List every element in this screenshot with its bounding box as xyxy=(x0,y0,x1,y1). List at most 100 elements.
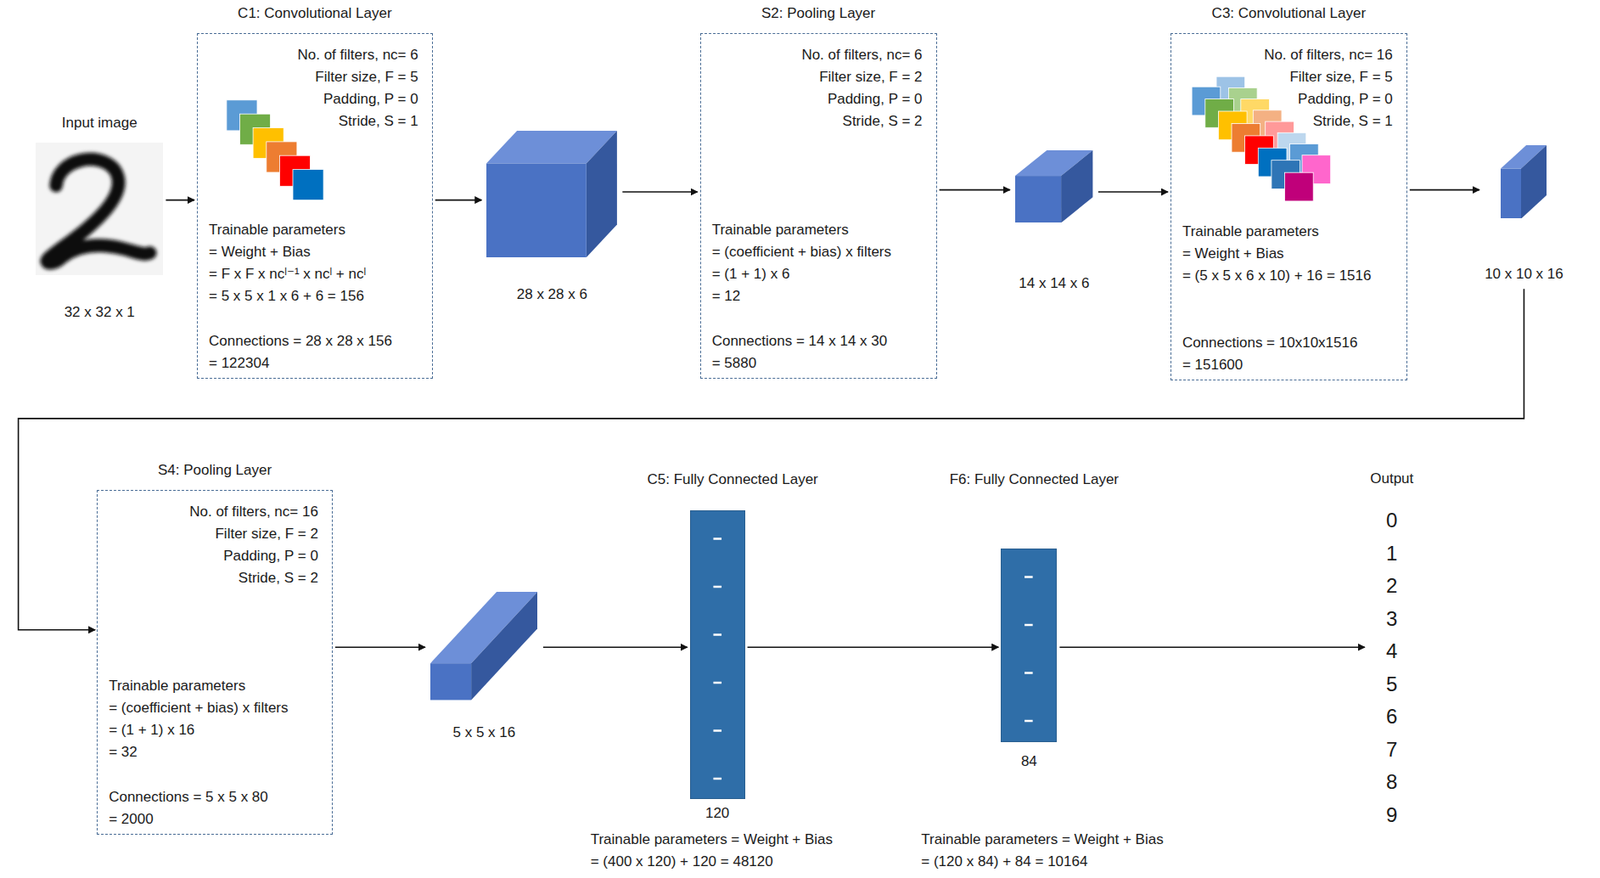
parameter-formula: = 32 xyxy=(108,741,319,764)
class-label: 9 xyxy=(1367,798,1417,832)
hyperparameter: Padding, P = 0 xyxy=(1182,88,1393,111)
hyperparameter: No. of filters, nc= 16 xyxy=(108,500,319,523)
hyperparameter: No. of filters, nc= 16 xyxy=(1182,44,1393,67)
flow-arrow xyxy=(543,645,688,648)
flow-arrow xyxy=(1059,645,1365,648)
image-ground xyxy=(35,142,163,276)
hyperparameter: Stride, S = 1 xyxy=(1182,110,1393,133)
hyperparameter: Stride, S = 2 xyxy=(108,567,319,590)
connection-count: Connections = 5 x 5 x 80 xyxy=(108,785,319,809)
layer-title: S2: Pooling Layer xyxy=(761,2,876,25)
hyperparameter: Filter size, F = 2 xyxy=(712,66,923,89)
fc-layer-bar: C5: Fully Connected Layer120Trainable pa… xyxy=(690,510,746,799)
cube-side xyxy=(1521,145,1547,219)
parameter-formula: Trainable parameters xyxy=(208,218,419,242)
cube-front xyxy=(1015,175,1062,223)
pooling-layer-box: S2: Pooling LayerNo. of filters, nc= 6Fi… xyxy=(700,33,938,379)
handwritten-digit xyxy=(46,159,150,264)
hyperparameter: Padding, P = 0 xyxy=(208,88,419,111)
filter-square xyxy=(1285,172,1314,202)
unit-count: 84 xyxy=(1021,750,1038,773)
neuron-dash xyxy=(712,633,722,636)
parameter-formula: Trainable parameters xyxy=(108,674,319,697)
fc-layer-bar: F6: Fully Connected Layer84Trainable par… xyxy=(1000,548,1057,742)
neuron-marks xyxy=(1001,549,1058,743)
unit-count: 120 xyxy=(705,802,730,825)
feature-map: 5 x 5 x 16 xyxy=(427,591,541,743)
dimension-label: 10 x 10 x 16 xyxy=(1482,263,1567,286)
parameter-formula: = Weight + Bias xyxy=(208,241,419,264)
parameter-formula: Trainable parameters = Weight + Bias xyxy=(920,828,1163,851)
cube-front xyxy=(1500,168,1522,219)
class-label: 1 xyxy=(1367,537,1417,571)
pooling-layer-box: S4: Pooling LayerNo. of filters, nc= 16F… xyxy=(96,489,333,835)
conv-layer-box: C3: Convolutional LayerNo. of filters, n… xyxy=(1170,33,1408,381)
neuron-dash xyxy=(712,681,722,685)
filter-square xyxy=(292,169,324,201)
parameter-formula: = (coefficient + bias) x filters xyxy=(712,241,923,264)
parameter-formula: Trainable parameters = Weight + Bias xyxy=(590,828,833,851)
layer-title: F6: Fully Connected Layer xyxy=(949,468,1119,491)
parameter-formula: = (5 x 5 x 6 x 10) + 16 = 1516 xyxy=(1182,264,1393,287)
feature-map-cube xyxy=(486,130,618,258)
class-label: 7 xyxy=(1367,733,1417,767)
flow-arrow xyxy=(18,288,1525,629)
flow-arrow xyxy=(747,645,1000,648)
class-label: 6 xyxy=(1367,700,1417,734)
image-title: Input image xyxy=(35,112,163,135)
hyperparameter: Filter size, F = 2 xyxy=(108,522,319,545)
class-label: 8 xyxy=(1367,765,1417,799)
flow-arrow xyxy=(1098,190,1168,193)
dimension-label: 28 x 28 x 6 xyxy=(483,283,620,306)
hyperparameter: No. of filters, nc= 6 xyxy=(208,44,419,67)
connection-count: = 122304 xyxy=(208,352,419,375)
hyperparameter: Stride, S = 1 xyxy=(208,110,419,133)
parameter-formula: = 12 xyxy=(712,285,923,308)
feature-map-cube xyxy=(1500,145,1547,219)
digit-image xyxy=(35,142,163,276)
neuron-dash xyxy=(712,585,722,589)
cube-side xyxy=(586,130,618,258)
neuron-dash xyxy=(712,729,722,732)
connection-count: Connections = 14 x 14 x 30 xyxy=(712,330,923,353)
conv-layer-box: C1: Convolutional LayerNo. of filters, n… xyxy=(196,33,433,379)
parameter-formula: = 5 x 5 x 1 x 6 + 6 = 156 xyxy=(208,285,419,308)
feature-map-cube xyxy=(1015,150,1093,223)
hyperparameter: Padding, P = 0 xyxy=(712,88,923,111)
parameter-formula: Trainable parameters xyxy=(712,218,923,242)
hyperparameter: No. of filters, nc= 6 xyxy=(712,44,923,67)
parameter-formula: Trainable parameters xyxy=(1182,220,1393,243)
flow-arrow xyxy=(165,199,195,202)
neuron-dash xyxy=(712,777,722,781)
class-label: 2 xyxy=(1367,569,1417,603)
parameter-formula: = F x F x ncˡ⁻¹ x ncˡ + ncˡ xyxy=(208,263,419,286)
layer-title: C5: Fully Connected Layer xyxy=(646,468,818,491)
feature-map: 14 x 14 x 6 xyxy=(1012,150,1096,295)
neuron-dash xyxy=(1024,671,1033,674)
hyperparameter: Filter size, F = 5 xyxy=(208,66,419,89)
parameter-formula: = (1 + 1) x 16 xyxy=(108,718,319,742)
parameter-formula: = (400 x 120) + 120 = 48120 xyxy=(590,850,833,873)
feature-map-cube xyxy=(430,591,538,700)
hyperparameter: Stride, S = 2 xyxy=(712,110,923,133)
layer-title: S4: Pooling Layer xyxy=(157,459,272,482)
connection-count: = 2000 xyxy=(108,808,319,831)
layer-title: C3: Convolutional Layer xyxy=(1212,2,1366,25)
neuron-dash xyxy=(1024,575,1033,579)
connection-count: = 151600 xyxy=(1182,353,1393,377)
class-label: 3 xyxy=(1367,602,1417,636)
neuron-marks xyxy=(690,510,747,800)
class-label: 5 xyxy=(1367,668,1417,702)
cube-side xyxy=(471,591,538,700)
dimension-label: 5 x 5 x 16 xyxy=(427,721,541,744)
neuron-dash xyxy=(1024,623,1033,626)
output-title: Output xyxy=(1367,467,1417,490)
flow-arrow xyxy=(335,645,426,648)
class-label: 4 xyxy=(1367,634,1417,669)
connection-count: Connections = 28 x 28 x 156 xyxy=(208,330,419,353)
cube-side xyxy=(1061,150,1093,223)
parameter-formula: = (coefficient + bias) x filters xyxy=(108,696,319,719)
flow-arrow xyxy=(1409,189,1480,191)
